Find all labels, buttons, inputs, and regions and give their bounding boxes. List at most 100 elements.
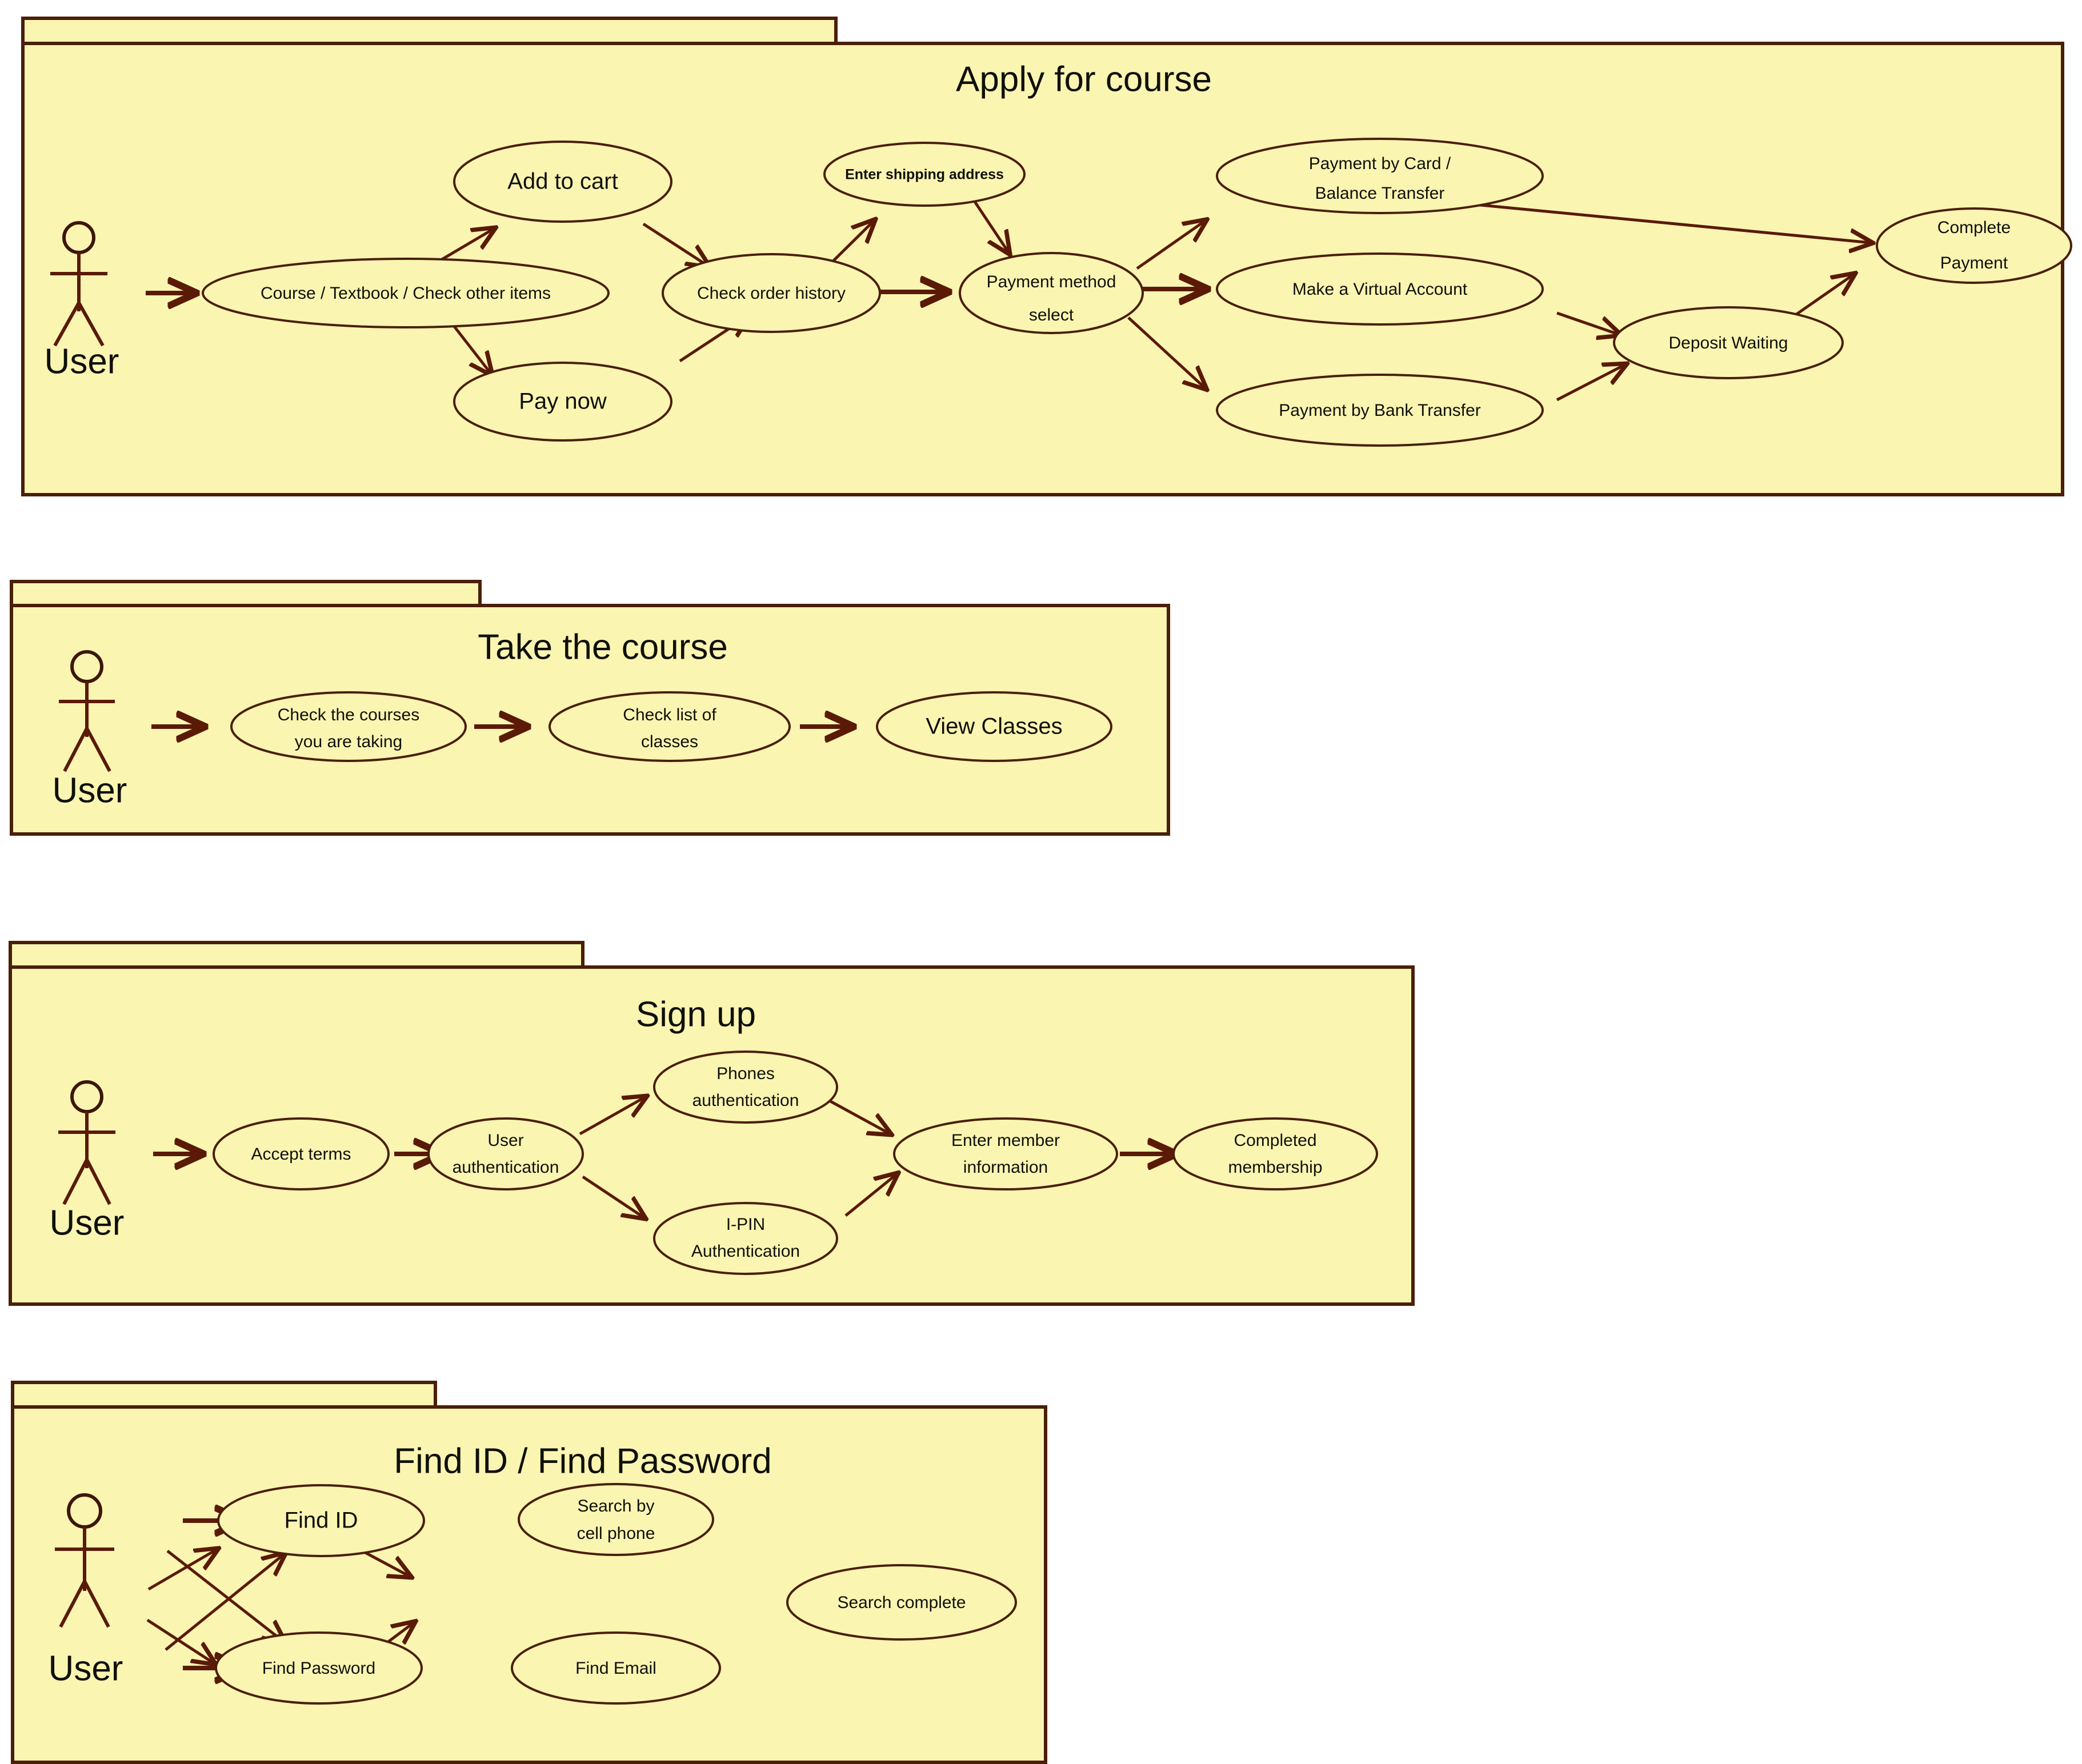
actor-body-icon	[59, 681, 115, 772]
use-case-label: Find Email	[575, 1659, 656, 1678]
use-case-ellipse[interactable]	[217, 1484, 425, 1557]
use-case-deposit-waiting[interactable]: Deposit Waiting	[1613, 306, 1844, 379]
use-case-find-email[interactable]: Find Email	[511, 1631, 721, 1705]
edge-payment-method-to-card	[1136, 220, 1206, 270]
edges	[153, 1097, 1174, 1218]
edge-search-by-cell-phone-to-search-complete	[360, 1549, 410, 1577]
use-case-label-line2: information	[963, 1158, 1048, 1177]
use-case-ellipse[interactable]	[959, 252, 1144, 334]
use-case-payment-by-card[interactable]: Payment by Card / Balance Transfer	[1216, 138, 1544, 214]
use-case-ellipse[interactable]	[213, 1117, 390, 1190]
edge-bank-transfer-to-deposit	[1556, 364, 1625, 402]
use-case-label-line1: I-PIN	[726, 1215, 765, 1234]
use-case-ellipse[interactable]	[548, 691, 791, 762]
use-case-ipin-authentication[interactable]: I-PIN Authentication	[653, 1202, 838, 1275]
use-case-complete-payment[interactable]: Complete Payment	[1876, 207, 2072, 284]
use-case-ellipse[interactable]	[215, 1631, 423, 1705]
use-case-label-line1: Search by	[577, 1497, 654, 1516]
package-title: Take the course	[478, 627, 728, 667]
use-case-phones-authentication[interactable]: Phones authentication	[653, 1051, 838, 1124]
use-case-search-by-cell-phone[interactable]: Search by cell phone	[518, 1483, 714, 1556]
use-case-label-line1: Check the courses	[278, 705, 419, 724]
actor-head-icon	[70, 650, 103, 683]
use-case-label-line1: User	[487, 1131, 523, 1150]
use-case-label-line2: Balance Transfer	[1315, 184, 1445, 203]
actor-body-icon	[55, 1527, 114, 1628]
use-case-ellipse[interactable]	[786, 1564, 1017, 1641]
use-case-ellipse[interactable]	[823, 142, 1026, 207]
use-case-ellipse[interactable]	[662, 253, 881, 333]
edge-ipin-auth-to-enter-member	[844, 1174, 897, 1217]
use-case-ellipse[interactable]	[453, 141, 672, 223]
use-case-label: Find Password	[262, 1659, 375, 1678]
use-case-ellipse[interactable]	[653, 1202, 838, 1275]
use-case-check-order-history[interactable]: Check order history	[662, 253, 881, 333]
edge-course-to-add-to-cart	[433, 228, 494, 266]
use-case-enter-member-information[interactable]: Enter member information	[893, 1117, 1118, 1190]
use-case-check-the-courses[interactable]: Check the courses you are taking	[230, 691, 467, 762]
use-case-pay-now[interactable]: Pay now	[453, 362, 672, 442]
actor-label: User	[53, 771, 127, 810]
package-sign-up: Sign up User Accept terms User authentic…	[9, 941, 1415, 1306]
use-case-ellipse[interactable]	[427, 1117, 584, 1190]
use-case-payment-method-select[interactable]: Payment method select	[959, 252, 1144, 334]
use-case-ellipse[interactable]	[518, 1483, 714, 1556]
edge-check-order-to-shipping	[826, 220, 874, 268]
use-case-label-line2: authentication	[453, 1158, 559, 1177]
use-case-ellipse[interactable]	[893, 1117, 1118, 1190]
edges	[146, 195, 1871, 402]
edge-user-auth-to-phones-auth	[579, 1097, 646, 1136]
use-case-label: Course / Textbook / Check other items	[261, 284, 551, 303]
package-take-the-course: Take the course User Check the courses y…	[10, 580, 1170, 836]
use-case-ellipse[interactable]	[1172, 1117, 1378, 1190]
use-case-ellipse[interactable]	[1216, 138, 1544, 214]
actor-body-icon	[50, 252, 107, 347]
use-case-label: View Classes	[926, 714, 1062, 739]
edge-find-id-to-find-email	[166, 1550, 285, 1642]
use-case-find-id[interactable]: Find ID	[217, 1484, 425, 1557]
use-case-ellipse[interactable]	[1216, 374, 1544, 447]
use-case-completed-membership[interactable]: Completed membership	[1172, 1117, 1378, 1190]
actor-user: User	[53, 650, 127, 810]
use-case-ellipse[interactable]	[876, 691, 1112, 762]
package-find-id-find-password: Find ID / Find Password User Find ID Sea…	[11, 1381, 1047, 1764]
use-case-label-line2: classes	[641, 732, 698, 751]
use-case-ellipse[interactable]	[230, 691, 467, 762]
actor-user: User	[50, 1080, 124, 1242]
use-case-make-virtual-account[interactable]: Make a Virtual Account	[1216, 252, 1544, 326]
edge-user-auth-to-ipin-auth	[582, 1175, 644, 1218]
use-case-label-line1: Check list of	[623, 705, 716, 724]
use-case-add-to-cart[interactable]: Add to cart	[453, 141, 672, 223]
use-case-payment-by-bank-transfer[interactable]: Payment by Bank Transfer	[1216, 374, 1544, 447]
package-tab	[11, 1381, 437, 1409]
use-case-user-authentication[interactable]: User authentication	[427, 1117, 584, 1190]
use-case-ellipse[interactable]	[653, 1051, 838, 1124]
use-case-label-line1: Phones	[716, 1064, 775, 1083]
use-case-label-line1: Payment method	[987, 272, 1116, 291]
use-case-ellipse[interactable]	[1216, 252, 1544, 326]
package-title: Find ID / Find Password	[394, 1441, 772, 1481]
use-case-ellipse[interactable]	[202, 258, 610, 328]
use-case-find-password[interactable]: Find Password	[215, 1631, 423, 1705]
edge-phones-auth-to-enter-member	[827, 1099, 890, 1134]
use-case-label: Find ID	[285, 1508, 358, 1533]
use-case-search-complete[interactable]: Search complete	[786, 1564, 1017, 1641]
actor-body-icon	[58, 1112, 115, 1205]
use-case-label-line2: cell phone	[577, 1524, 655, 1543]
package-apply-for-course: Apply for course User	[21, 17, 2072, 496]
use-case-enter-shipping-address[interactable]: Enter shipping address	[823, 142, 1026, 207]
use-case-check-list-of-classes[interactable]: Check list of classes	[548, 691, 791, 762]
use-case-accept-terms[interactable]: Accept terms	[213, 1117, 390, 1190]
actor-label: User	[49, 1649, 123, 1688]
use-case-ellipse[interactable]	[1876, 207, 2072, 284]
use-case-view-classes[interactable]: View Classes	[876, 691, 1112, 762]
edge-virtual-account-to-deposit	[1556, 311, 1620, 335]
use-case-course-textbook[interactable]: Course / Textbook / Check other items	[202, 258, 610, 328]
use-case-ellipse[interactable]	[511, 1631, 721, 1705]
use-case-label-line2: membership	[1228, 1158, 1322, 1177]
use-case-label: Check order history	[697, 284, 846, 303]
use-case-ellipse[interactable]	[453, 362, 672, 442]
use-case-ellipse[interactable]	[1613, 306, 1844, 379]
